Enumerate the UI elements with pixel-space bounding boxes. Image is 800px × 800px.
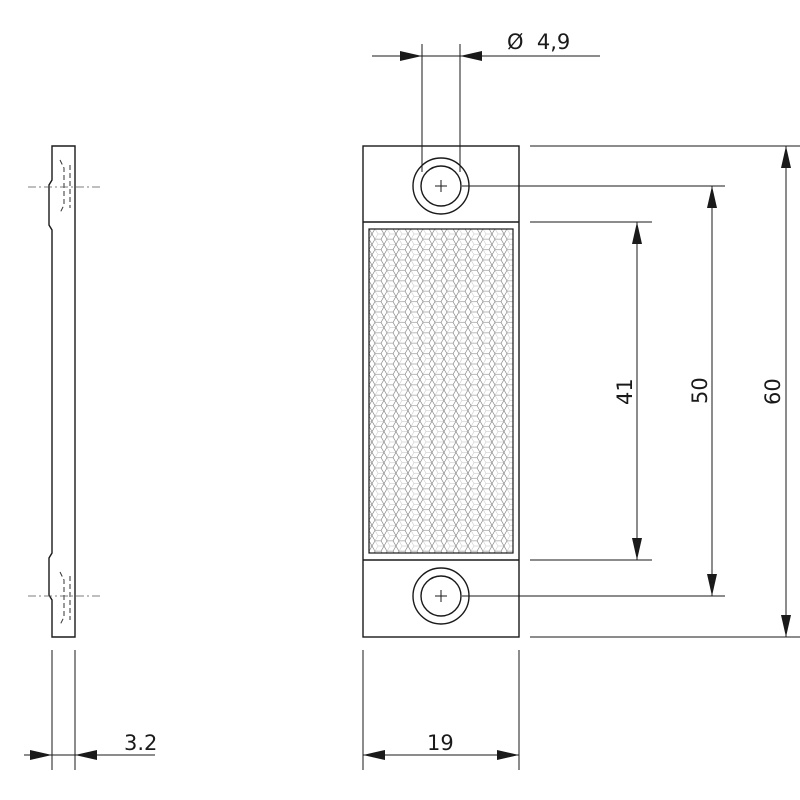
arrow-head	[632, 222, 642, 244]
side-view-outline	[48, 145, 76, 638]
arrow-head	[75, 750, 97, 760]
hole-spacing-dimension: 50	[462, 185, 725, 597]
arrow-head	[632, 538, 642, 560]
front-body-outline	[362, 145, 520, 638]
front-view	[362, 145, 520, 638]
hole-spacing-label: 50	[688, 377, 712, 404]
thickness-label: 3.2	[124, 731, 157, 755]
overall-height-label: 60	[761, 378, 785, 405]
bottom-mounting-hole	[412, 567, 470, 625]
side-bottom-hole-hidden	[59, 571, 65, 626]
arrow-head	[460, 51, 482, 61]
overall-height-dimension: 60	[530, 145, 800, 638]
hole-diameter-label: Ø 4,9	[507, 30, 570, 54]
reflector-area	[368, 228, 514, 554]
arrow-head	[400, 51, 422, 61]
thickness-dimension: 3.2	[24, 650, 157, 770]
side-view	[28, 145, 100, 638]
reflector-height-label: 41	[613, 378, 637, 405]
arrow-head	[781, 146, 791, 168]
side-top-hole-hidden	[59, 159, 65, 214]
top-mounting-hole	[412, 157, 470, 215]
reflector-height-dimension: 41	[530, 221, 652, 561]
hole-inner-circle	[420, 575, 462, 617]
arrow-head	[781, 615, 791, 637]
width-dimension: 19	[362, 650, 520, 770]
hole-diameter-dimension: Ø 4,9	[372, 30, 600, 172]
arrow-head	[707, 574, 717, 596]
arrow-head	[497, 750, 519, 760]
arrow-head	[30, 750, 52, 760]
arrow-head	[707, 186, 717, 208]
arrow-head	[363, 750, 385, 760]
hole-inner-circle	[420, 165, 462, 207]
width-label: 19	[427, 731, 454, 755]
